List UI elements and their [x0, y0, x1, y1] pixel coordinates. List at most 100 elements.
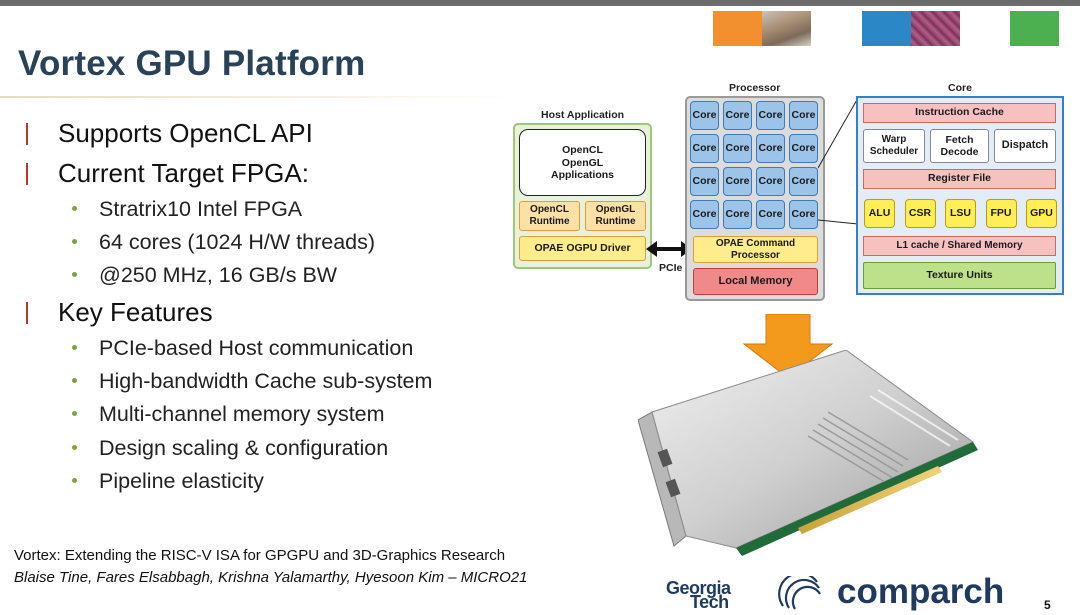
page-number: 5	[1044, 598, 1051, 612]
bullet-text: Stratrix10 Intel FPGA	[99, 197, 303, 221]
bullet-dot-icon	[72, 445, 77, 450]
command-processor-line: Processor	[731, 250, 780, 261]
warp-scheduler-line: Warp	[881, 134, 907, 145]
execution-unit-box: ALU	[864, 199, 895, 228]
core-cell: Core	[756, 134, 785, 163]
host-apps-box: OpenCL OpenGL Applications	[519, 129, 646, 196]
bullet-bar-icon	[26, 302, 28, 324]
command-processor-line: OPAE Command	[715, 238, 796, 249]
pcie-label: PCIe	[659, 262, 683, 274]
comparch-swirl-logo-icon	[778, 576, 821, 610]
bullet-text: Multi-channel memory system	[99, 402, 385, 426]
citation-title: Vortex: Extending the RISC-V ISA for GPG…	[14, 547, 506, 564]
core-cell: Core	[690, 200, 719, 229]
top-bar	[0, 0, 1080, 6]
bullet-dot-icon	[72, 345, 77, 350]
title-underline	[0, 96, 515, 98]
opae-command-processor-box: OPAE Command Processor	[693, 236, 818, 263]
bullet-item: Current Target FPGA:	[26, 158, 309, 189]
core-cell: Core	[723, 200, 752, 229]
sub-bullet-item: PCIe-based Host communication	[72, 336, 413, 361]
core-cell: Core	[690, 101, 719, 130]
citation-authors: Blaise Tine, Fares Elsabbagh, Krishna Ya…	[14, 569, 528, 586]
core-cell: Core	[723, 134, 752, 163]
georgia-tech-logo-line: Tech	[690, 592, 729, 612]
bullet-text: Pipeline elasticity	[99, 469, 264, 493]
core-cell: Core	[789, 200, 818, 229]
bullet-text: 64 cores (1024 H/W threads)	[99, 230, 376, 254]
bullet-text: High-bandwidth Cache sub-system	[99, 369, 433, 393]
fetch-decode-line: Decode	[940, 146, 979, 158]
core-cell: Core	[690, 167, 719, 196]
warp-scheduler-line: Scheduler	[869, 146, 919, 157]
opencl-runtime-line: OpenCL	[530, 204, 569, 215]
register-file-box: Register File	[863, 169, 1056, 189]
page-title: Vortex GPU Platform	[18, 44, 366, 83]
georgia-tech-logo-line: Georgia	[666, 578, 731, 598]
bullet-dot-icon	[72, 378, 77, 383]
host-apps-line: OpenGL	[561, 156, 604, 169]
execution-unit-box: CSR	[904, 199, 936, 228]
opengl-runtime-line: OpenGL	[595, 204, 636, 215]
bullet-text: @250 MHz, 16 GB/s BW	[99, 263, 338, 287]
bullet-text: Supports OpenCL API	[58, 118, 313, 148]
processor-box	[685, 96, 825, 301]
execution-unit-box: GPU	[1026, 199, 1057, 228]
header-tile-green	[1010, 11, 1059, 46]
sub-bullet-item: Stratrix10 Intel FPGA	[72, 197, 302, 222]
bullet-dot-icon	[72, 206, 77, 211]
processor-label: Processor	[729, 82, 781, 94]
sub-bullet-item: High-bandwidth Cache sub-system	[72, 369, 432, 394]
core-detail-label: Core	[948, 82, 972, 94]
sub-bullet-item: @250 MHz, 16 GB/s BW	[72, 263, 337, 288]
bullet-text: Design scaling & configuration	[99, 436, 389, 460]
zoom-connector-lines	[818, 97, 859, 225]
core-cell: Core	[789, 101, 818, 130]
bullet-item: Key Features	[26, 297, 213, 328]
core-cell: Core	[723, 167, 752, 196]
core-cell: Core	[690, 134, 719, 163]
fetch-decode-line: Fetch	[945, 134, 974, 146]
header-photo-building	[762, 11, 811, 46]
core-cell: Core	[789, 167, 818, 196]
execution-unit-box: LSU	[945, 199, 976, 228]
bullet-dot-icon	[72, 239, 77, 244]
local-memory-box: Local Memory	[693, 268, 818, 295]
sub-bullet-item: Multi-channel memory system	[72, 402, 385, 427]
core-cell: Core	[789, 134, 818, 163]
opengl-runtime-box: OpenGL Runtime	[585, 201, 646, 231]
sub-bullet-item: Pipeline elasticity	[72, 469, 264, 494]
bullet-text: Key Features	[58, 297, 213, 327]
header-photo-chip	[911, 11, 960, 46]
opengl-runtime-line: Runtime	[595, 216, 636, 227]
opae-ogpu-driver-box: OPAE OGPU Driver	[519, 236, 646, 261]
bullet-dot-icon	[72, 272, 77, 277]
bullet-item: Supports OpenCL API	[26, 118, 313, 149]
bullet-dot-icon	[72, 478, 77, 483]
sub-bullet-item: 64 cores (1024 H/W threads)	[72, 230, 375, 255]
host-label: Host Application	[541, 109, 625, 121]
host-apps-line: OpenCL	[562, 144, 603, 156]
dispatch-box: Dispatch	[994, 129, 1056, 163]
host-apps-line: Applications	[550, 169, 614, 181]
fpga-accelerator-card-image	[638, 350, 978, 556]
core-cell: Core	[756, 200, 785, 229]
bullet-dot-icon	[72, 411, 77, 416]
opencl-runtime-box: OpenCL Runtime	[519, 201, 580, 231]
texture-units-box: Texture Units	[863, 262, 1056, 289]
l1-cache-box: L1 cache / Shared Memory	[863, 236, 1056, 256]
comparch-logo: comparch	[837, 572, 1005, 611]
core-cell: Core	[756, 167, 785, 196]
warp-scheduler-box: Warp Scheduler	[863, 129, 925, 163]
bullet-bar-icon	[26, 163, 28, 185]
header-tile-blue	[862, 11, 911, 46]
fetch-decode-box: Fetch Decode	[930, 129, 989, 163]
bullet-bar-icon	[26, 123, 28, 145]
core-cell: Core	[723, 101, 752, 130]
header-tile-orange	[713, 11, 762, 46]
instruction-cache-box: Instruction Cache	[863, 103, 1056, 123]
execution-unit-box: FPU	[985, 199, 1017, 228]
core-cell: Core	[756, 101, 785, 130]
opencl-runtime-line: Runtime	[529, 216, 570, 227]
